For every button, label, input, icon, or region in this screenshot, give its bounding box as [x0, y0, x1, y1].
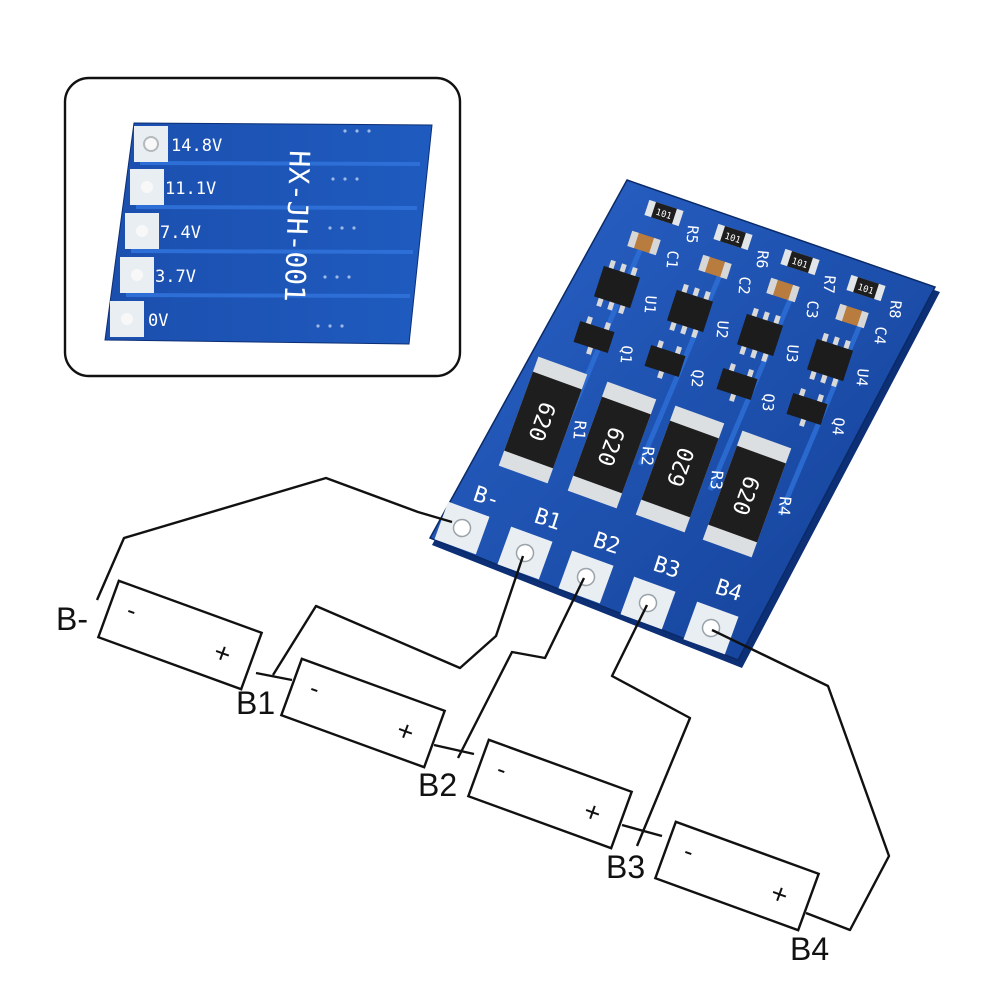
- inset-panel: 14.8V 11.1V 7.4V 3.7V 0V: [63, 76, 462, 378]
- wire-b1: [271, 555, 525, 676]
- designator-c3: C3: [802, 300, 822, 320]
- designator-r8: R8: [885, 300, 905, 320]
- designator-r6: R6: [752, 250, 772, 270]
- terminal-pad-b3: [620, 576, 676, 630]
- inset-pad-label: 3.7V: [155, 267, 196, 287]
- main-board: 101 101 101 101 R5 R6 R7 R8: [428, 179, 940, 668]
- inset-board: 14.8V 11.1V 7.4V 3.7V 0V: [104, 122, 433, 345]
- designator-q3: Q3: [758, 393, 778, 413]
- transistor-q1: [573, 316, 615, 355]
- resistor-marking: 101: [856, 283, 875, 298]
- designator-q2: Q2: [687, 369, 707, 389]
- inset-pad-4: 3.7V: [120, 257, 196, 293]
- node-label-b-minus: B-: [56, 601, 88, 637]
- cell-3: - +: [466, 738, 634, 850]
- wire-b3: [610, 604, 692, 847]
- designator-u1: U1: [640, 295, 660, 315]
- shunt-resistor-r3: 620: [635, 405, 725, 533]
- shunt-resistor-r2: 620: [567, 381, 657, 509]
- capacitor-c2: [698, 254, 732, 280]
- designator-u2: U2: [712, 320, 732, 340]
- shunt-resistor-r1: 620: [498, 356, 588, 484]
- inset-pad-3: 7.4V: [125, 213, 201, 249]
- designator-c4: C4: [870, 326, 890, 346]
- inset-pad-label: 7.4V: [160, 223, 201, 243]
- link-b3: [621, 823, 663, 838]
- inset-pad-5: 0V: [110, 301, 168, 337]
- designator-r5: R5: [682, 225, 702, 245]
- ic-u1: [593, 259, 641, 315]
- shunt-resistor-r4: 620: [702, 430, 792, 558]
- transistor-q3: [716, 363, 758, 402]
- cell-1: - +: [96, 579, 264, 691]
- small-resistor-r7: 101: [780, 248, 820, 276]
- ic-u3: [736, 307, 784, 363]
- wire-b4: [711, 628, 891, 932]
- cell-4: - +: [653, 820, 821, 932]
- inset-board-name: HX-JH-001: [278, 150, 316, 303]
- small-resistor-r6: 101: [713, 223, 753, 251]
- capacitor-c1: [627, 230, 661, 256]
- transistor-q4: [786, 388, 828, 427]
- inset-pad-2: 11.1V: [130, 169, 216, 205]
- inset-pad-label: 11.1V: [165, 179, 216, 199]
- designator-c1: C1: [662, 250, 682, 270]
- designator-r4: R4: [774, 496, 795, 517]
- wire-b-minus: [95, 476, 453, 601]
- capacitor-c3: [766, 277, 800, 303]
- terminal-pad-b-minus: [434, 501, 490, 555]
- designator-u4: U4: [852, 368, 872, 388]
- designator-r3: R3: [706, 470, 727, 491]
- resistor-marking: 101: [723, 232, 742, 247]
- inset-pad-label: 0V: [148, 311, 168, 331]
- small-resistor-r8: 101: [846, 274, 886, 302]
- link-b1: [255, 671, 293, 682]
- designator-q1: Q1: [616, 345, 636, 365]
- link-b2: [433, 743, 475, 756]
- designator-c2: C2: [734, 276, 754, 296]
- designator-r2: R2: [637, 446, 658, 467]
- resistor-marking: 101: [790, 257, 809, 272]
- cell-2: - +: [279, 657, 447, 769]
- ic-u4: [806, 332, 854, 388]
- node-label-b4: B4: [790, 931, 829, 967]
- wiring: - + - + - + - + B- B1 B2 B3 B4: [56, 476, 891, 967]
- terminal-pad-b1: [497, 526, 553, 580]
- node-label-b3: B3: [606, 849, 645, 885]
- designator-r7: R7: [819, 275, 839, 295]
- designator-q4: Q4: [828, 417, 848, 437]
- capacitor-c4: [835, 303, 869, 329]
- node-label-b1: B1: [236, 685, 275, 721]
- inset-pad-label: 14.8V: [171, 136, 222, 156]
- designator-r1: R1: [569, 420, 590, 441]
- node-label-b2: B2: [418, 767, 457, 803]
- resistor-marking: 101: [654, 208, 673, 223]
- small-resistor-r5: 101: [644, 199, 684, 227]
- inset-pad-1: 14.8V: [134, 126, 222, 162]
- designator-u3: U3: [782, 344, 802, 364]
- transistor-q2: [644, 340, 686, 379]
- ic-u2: [666, 283, 714, 339]
- wire-b2: [456, 577, 586, 759]
